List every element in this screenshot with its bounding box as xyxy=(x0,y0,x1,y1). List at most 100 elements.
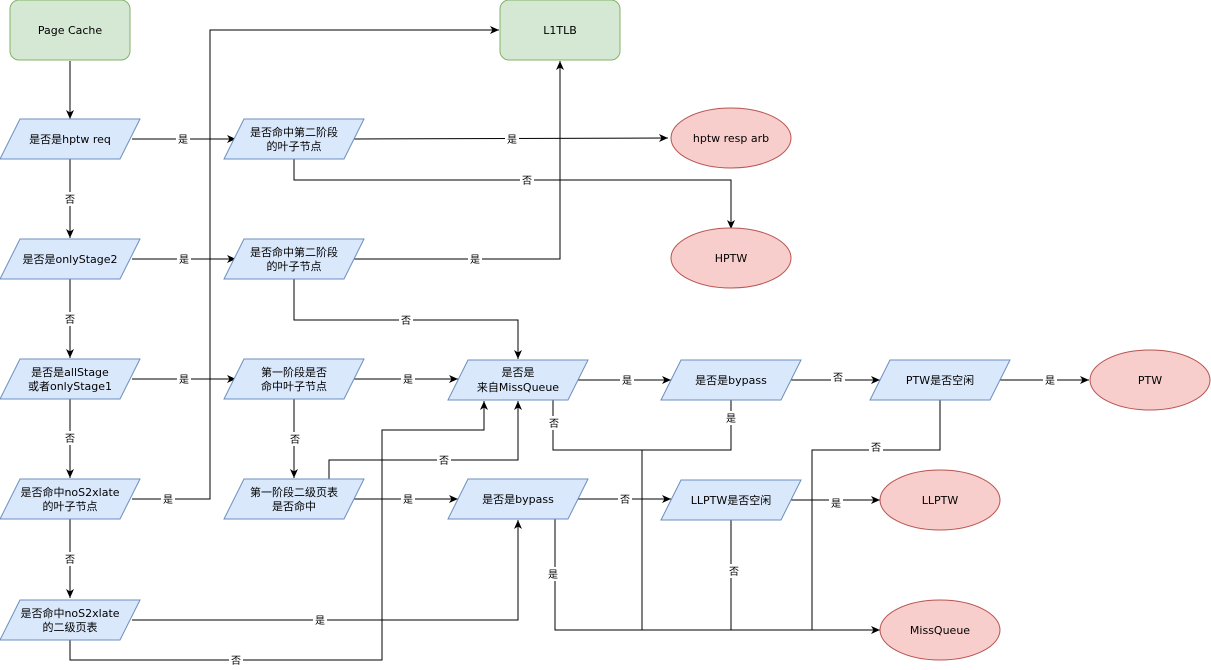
svg-text:否: 否 xyxy=(401,315,411,327)
svg-text:是: 是 xyxy=(315,615,325,627)
node-is-only-stage2: 是否是onlyStage2 xyxy=(0,238,141,280)
edge-label-yes: 是 xyxy=(161,492,175,506)
edge-hitleaf1-hptw xyxy=(293,159,735,229)
svg-text:Page Cache: Page Cache xyxy=(38,24,103,37)
edge-label-yes: 是 xyxy=(401,492,415,506)
svg-text:是: 是 xyxy=(726,413,736,425)
svg-text:否: 否 xyxy=(522,175,532,187)
edge-label-yes: 是 xyxy=(468,252,482,266)
svg-text:的叶子节点: 的叶子节点 xyxy=(267,139,322,153)
svg-text:是否命中noS2xlate: 是否命中noS2xlate xyxy=(20,485,119,499)
svg-text:是: 是 xyxy=(831,498,841,510)
node-hit-nos2-l2: 是否命中noS2xlate 的二级页表 xyxy=(0,599,141,641)
edge-hitleaf2-l1tlb xyxy=(353,61,564,260)
edge-label-no: 否 xyxy=(869,440,883,454)
svg-text:hptw resp arb: hptw resp arb xyxy=(693,132,769,145)
svg-text:否: 否 xyxy=(439,455,449,467)
svg-text:否: 否 xyxy=(833,372,843,384)
svg-text:MissQueue: MissQueue xyxy=(910,624,970,637)
edge-label-yes: 是 xyxy=(177,252,191,266)
svg-text:第一阶段是否: 第一阶段是否 xyxy=(261,365,327,379)
node-is-bypass-1: 是否是bypass xyxy=(660,359,802,401)
edge-label-yes: 是 xyxy=(401,372,415,386)
edge-label-no: 否 xyxy=(63,312,77,326)
svg-text:否: 否 xyxy=(231,655,241,667)
svg-text:是否是: 是否是 xyxy=(502,366,535,379)
svg-text:否: 否 xyxy=(65,554,75,566)
svg-text:是: 是 xyxy=(179,254,189,266)
edge-bypass1-yes-down xyxy=(642,400,732,451)
node-page-cache: Page Cache xyxy=(9,0,131,61)
edge-label-no: 否 xyxy=(63,192,77,206)
node-llptw: LLPTW xyxy=(879,469,1001,531)
edge-label-no: 否 xyxy=(618,492,632,506)
svg-text:PTW: PTW xyxy=(1138,374,1162,387)
svg-text:是: 是 xyxy=(548,569,558,581)
edge-label-yes: 是 xyxy=(1043,373,1057,387)
svg-text:否: 否 xyxy=(549,418,559,430)
edge-nos2l2-bypass2 xyxy=(132,520,522,621)
edge-label-no: 否 xyxy=(63,431,77,445)
edge-label-no: 否 xyxy=(399,313,413,327)
svg-text:否: 否 xyxy=(65,433,75,445)
svg-text:LLPTW: LLPTW xyxy=(922,494,959,507)
svg-text:否: 否 xyxy=(729,566,739,578)
svg-text:的二级页表: 的二级页表 xyxy=(43,620,98,634)
svg-text:否: 否 xyxy=(290,434,300,446)
edge-nos2l2-no-frommq xyxy=(69,401,488,661)
svg-text:是: 是 xyxy=(179,374,189,386)
edge-label-yes: 是 xyxy=(176,132,190,146)
edge-label-no: 否 xyxy=(547,416,561,430)
svg-text:第一阶段二级页表: 第一阶段二级页表 xyxy=(250,485,338,499)
node-from-missqueue: 是否是 来自MissQueue xyxy=(447,359,589,401)
svg-text:是否命中第二阶段: 是否命中第二阶段 xyxy=(250,125,338,139)
edge-label-yes: 是 xyxy=(829,496,843,510)
edge-label-yes: 是 xyxy=(177,372,191,386)
edge-label-no: 否 xyxy=(520,173,534,187)
edge-stage1l2-no-frommq xyxy=(328,401,522,479)
svg-text:是否命中noS2xlate: 是否命中noS2xlate xyxy=(20,606,119,620)
svg-text:是否命中: 是否命中 xyxy=(272,499,316,513)
svg-text:是否是hptw req: 是否是hptw req xyxy=(29,133,111,146)
node-ptw: PTW xyxy=(1089,349,1211,411)
svg-text:是否是allStage: 是否是allStage xyxy=(31,366,109,379)
svg-text:是否是bypass: 是否是bypass xyxy=(695,374,767,387)
svg-text:命中叶子节点: 命中叶子节点 xyxy=(261,379,327,393)
svg-text:LLPTW是否空闲: LLPTW是否空闲 xyxy=(691,493,772,507)
svg-text:来自MissQueue: 来自MissQueue xyxy=(477,381,559,394)
svg-text:的叶子节点: 的叶子节点 xyxy=(43,499,98,513)
node-hptw: HPTW xyxy=(670,227,792,289)
svg-text:是否是bypass: 是否是bypass xyxy=(482,493,554,506)
svg-text:是: 是 xyxy=(403,374,413,386)
edge-label-yes: 是 xyxy=(724,411,738,425)
edge-label-yes: 是 xyxy=(620,373,634,387)
node-stage1-hit-leaf: 第一阶段是否 命中叶子节点 xyxy=(223,358,365,400)
edge-label-yes: 是 xyxy=(546,567,560,581)
svg-text:是: 是 xyxy=(163,494,173,506)
node-ptw-idle: PTW是否空闲 xyxy=(869,359,1011,401)
svg-text:是否是onlyStage2: 是否是onlyStage2 xyxy=(22,253,117,266)
node-hptw-resp-arb: hptw resp arb xyxy=(670,107,792,169)
svg-text:否: 否 xyxy=(65,194,75,206)
edge-label-no: 否 xyxy=(831,370,845,384)
node-l1tlb: L1TLB xyxy=(499,0,621,61)
node-llptw-idle: LLPTW是否空闲 xyxy=(660,479,802,521)
svg-text:L1TLB: L1TLB xyxy=(543,24,577,37)
edge-label-no: 否 xyxy=(63,552,77,566)
node-missqueue: MissQueue xyxy=(879,599,1001,661)
svg-text:HPTW: HPTW xyxy=(715,252,748,265)
svg-text:是: 是 xyxy=(178,134,188,146)
edge-bypass2-missqueue xyxy=(554,519,880,634)
svg-text:否: 否 xyxy=(871,442,881,454)
node-hit-stage2-leaf-1: 是否命中第二阶段 的叶子节点 xyxy=(223,118,365,160)
node-stage1-l2-hit: 第一阶段二级页表 是否命中 xyxy=(223,478,365,520)
edge-label-yes: 是 xyxy=(313,613,327,627)
svg-text:的叶子节点: 的叶子节点 xyxy=(267,259,322,273)
edge-label-yes: 是 xyxy=(505,132,519,146)
svg-text:是: 是 xyxy=(403,494,413,506)
svg-text:是: 是 xyxy=(470,254,480,266)
svg-text:是: 是 xyxy=(1045,375,1055,387)
svg-text:是否命中第二阶段: 是否命中第二阶段 xyxy=(250,245,338,259)
svg-text:是: 是 xyxy=(507,134,517,146)
